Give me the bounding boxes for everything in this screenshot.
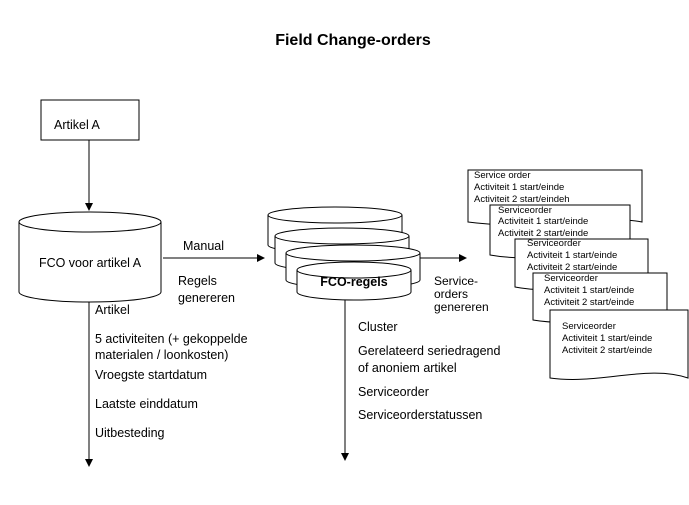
middle-list-item-5: Serviceorderstatussen [358,408,482,422]
doc-4-line-1: Serviceorder [544,273,598,284]
left-list-item-6: Uitbesteding [95,426,165,440]
artikel-box: Artikel A [40,99,140,141]
service-label-1: Service- [434,274,478,288]
left-list-item-5: Laatste einddatum [95,397,198,411]
doc-5-line-3: Activiteit 2 start/einde [562,345,652,356]
middle-list-item-3: of anoniem artikel [358,361,457,375]
fco-regels-label: FCO-regels [320,275,387,289]
doc-3-line-3: Activiteit 2 start/einde [527,262,617,273]
doc-5-line-2: Activiteit 1 start/einde [562,333,652,344]
middle-list-item-1: Cluster [358,320,398,334]
left-list-item-2: 5 activiteiten (+ gekoppelde [95,332,248,346]
middle-list-item-2: Gerelateerd seriedragend [358,344,500,358]
regels-label-2: genereren [178,291,235,305]
service-label-3: genereren [434,300,489,314]
fco-regels-cylinder-4 [296,261,412,301]
doc-2-line-2: Activiteit 1 start/einde [498,216,588,227]
left-list-item-4: Vroegste startdatum [95,368,207,382]
doc-3-line-1: Serviceorder [527,238,581,249]
middle-list-item-4: Serviceorder [358,385,429,399]
doc-4-line-2: Activiteit 1 start/einde [544,285,634,296]
doc-3-line-2: Activiteit 1 start/einde [527,250,617,261]
doc-1-line-2: Activiteit 1 start/einde [474,182,564,193]
doc-4-line-3: Activiteit 2 start/einde [544,297,634,308]
fco-cylinder: FCO voor artikel A [18,211,162,303]
service-order-doc-5: Serviceorder Activiteit 1 start/einde Ac… [549,309,689,380]
left-list-item-1: Artikel [95,303,130,317]
doc-2-line-1: Serviceorder [498,205,552,216]
doc-1-line-1: Service order [474,170,531,181]
doc-2-line-3: Activiteit 2 start/einde [498,228,588,239]
fco-regels-stack: FCO-regels [267,206,421,301]
doc-5-line-1: Serviceorder [562,321,616,332]
page-title: Field Change-orders [275,32,431,49]
doc-1-line-3: Activiteit 2 start/eindeh [474,194,570,205]
left-list-item-3: materialen / loonkosten) [95,348,228,362]
artikel-box-label: Artikel A [54,118,101,132]
manual-label: Manual [183,239,224,253]
fco-cylinder-label: FCO voor artikel A [39,256,142,270]
service-label-2: orders [434,287,468,301]
regels-label-1: Regels [178,274,217,288]
